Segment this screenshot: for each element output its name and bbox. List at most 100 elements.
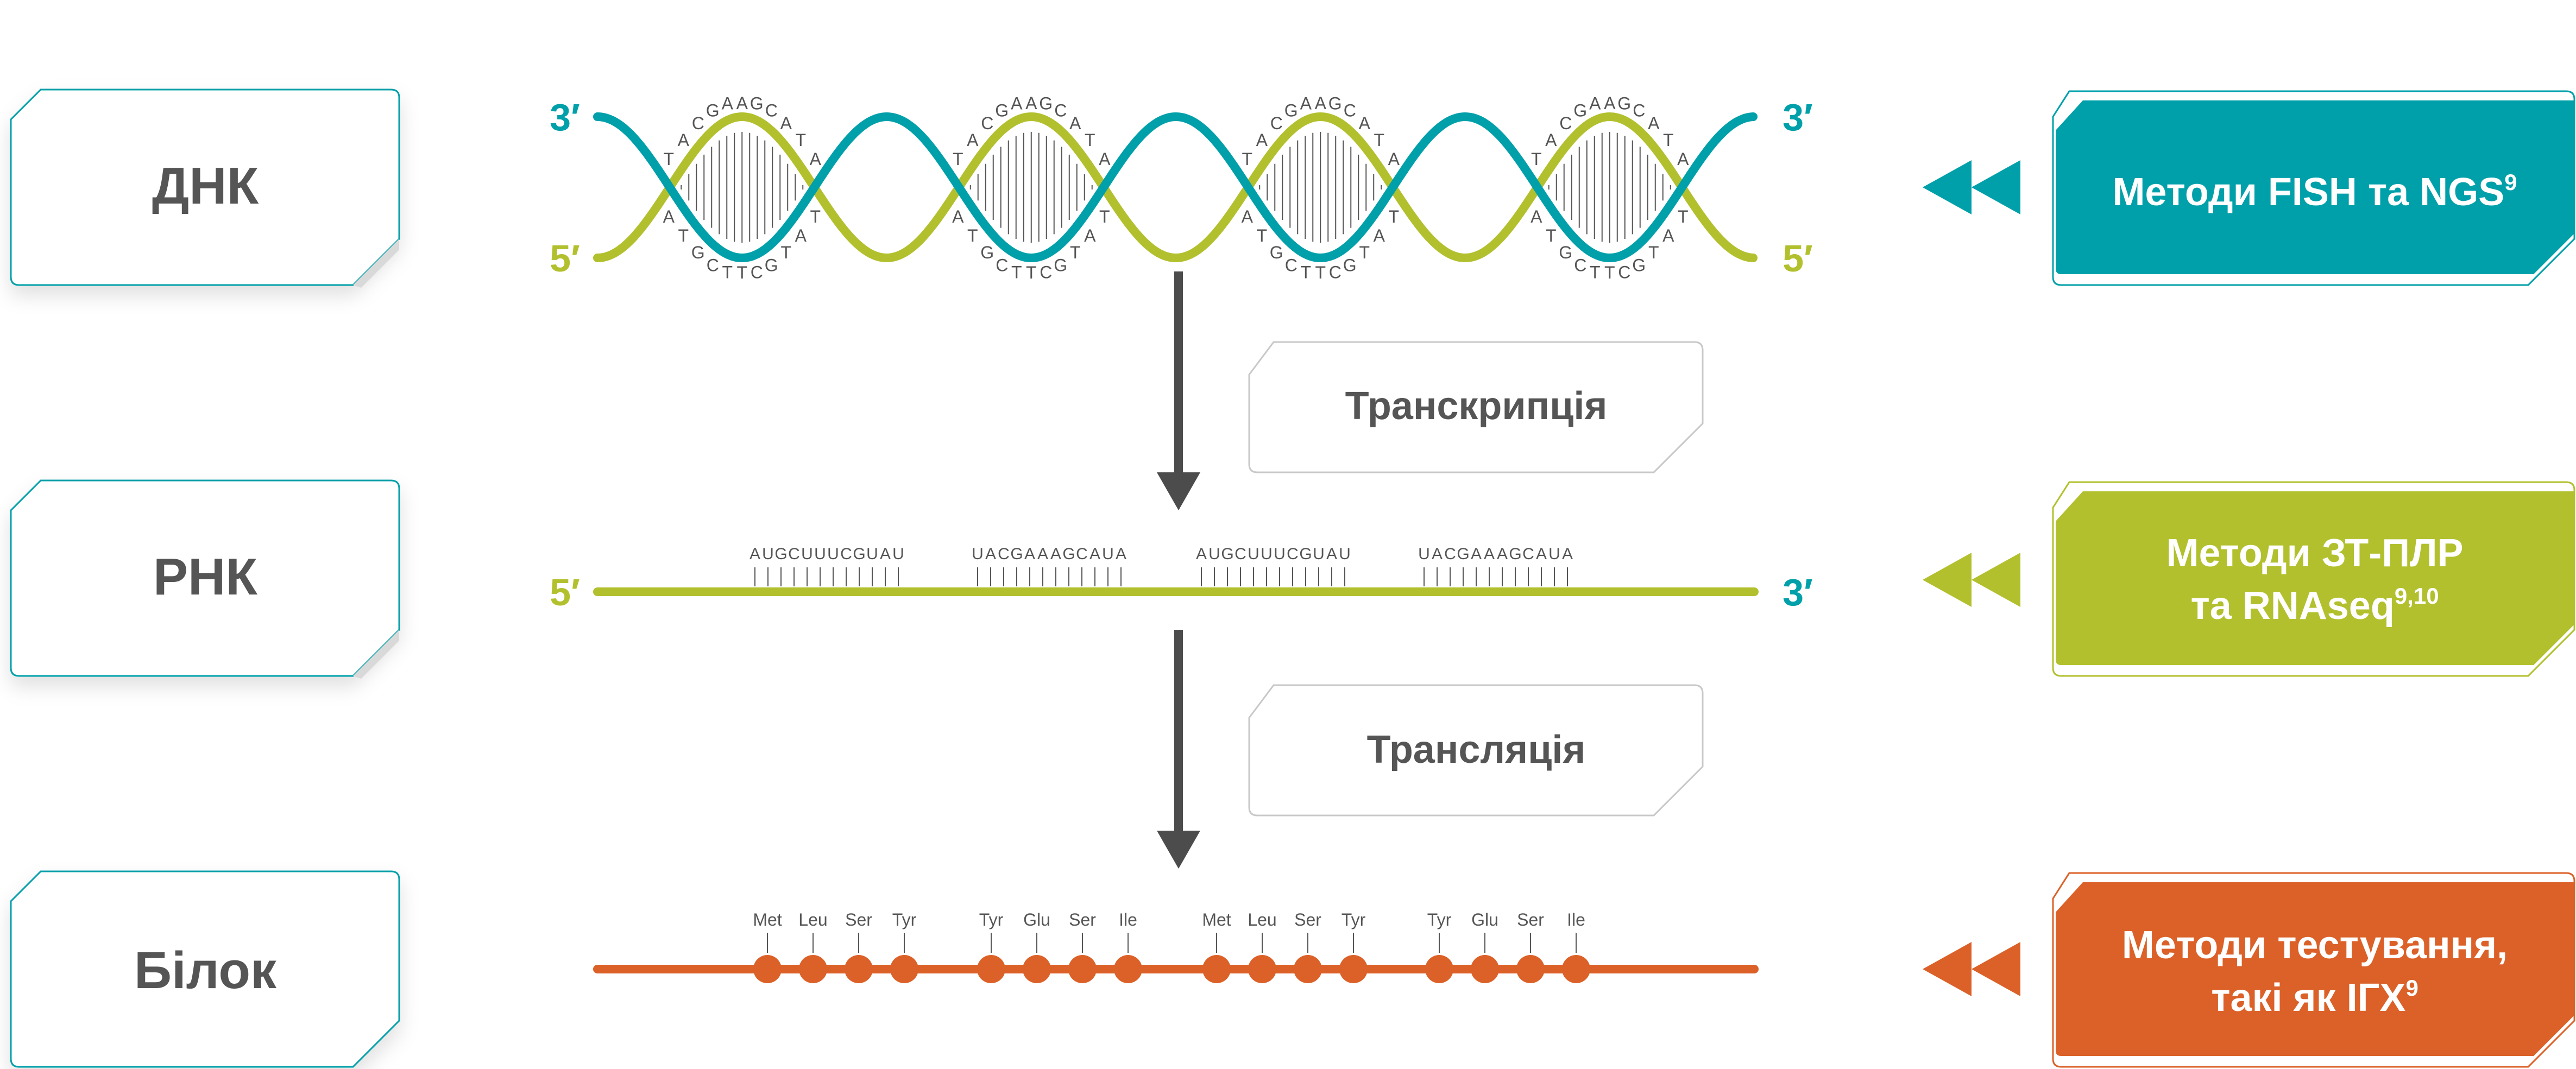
dna-base-letter: T [1085,130,1095,150]
label-box-rna: РНК [10,479,400,679]
dna-strand-3 [593,112,1758,263]
translation-box: Трансляція [1248,684,1704,817]
rna-end-5: 5′ [550,571,580,613]
amino-acid-bead [799,955,827,983]
dna-base-letter: C [751,262,763,282]
dna-base-letter: C [1574,255,1586,275]
dna-base-letter: C [1633,101,1645,121]
dna-base-letter: G [1632,255,1646,275]
method-rna-sup: 9,10 [2395,583,2439,609]
dna-base-letter: T [967,226,978,245]
rna-nucleotide: A [1536,545,1547,563]
label-protein: Білок [134,941,277,1000]
dna-base-letter: T [1648,243,1659,262]
dna-base-letter: C [692,113,704,133]
rna-nucleotide: U [1274,545,1286,563]
dna-base-letter: G [995,101,1009,121]
dna-end-5-left: 5′ [550,237,580,280]
dna-base-letter: T [953,149,963,169]
method-protein-line2: такі як ІГХ9 [2211,975,2418,1020]
dna-base-letter: G [1343,255,1357,275]
dna-base-letter: C [1040,262,1052,282]
method-dna-sup: 9 [2504,169,2517,195]
amino-acid-label: Tyr [892,910,917,929]
rna-nucleotide: G [1221,545,1233,563]
amino-acid-label: Glu [1023,910,1050,929]
dna-base-letter: T [1678,207,1689,226]
dna-base-letter: T [722,262,733,282]
rna-nucleotide: C [788,545,800,563]
amino-acid-bead [1339,955,1368,983]
label-rna: РНК [153,548,257,606]
amino-acid-bead [1248,955,1276,983]
dna-base-letter: A [1648,113,1660,133]
dna-base-letter: A [1242,207,1254,226]
amino-acid-bead [1516,955,1545,983]
dna-base-letter: A [1099,149,1111,169]
rna-nucleotide: A [750,545,760,563]
dna-base-letter: A [1677,149,1689,169]
dna-base-letter: A [1300,94,1312,113]
translation-label: Трансляція [1367,728,1586,771]
rna-nucleotide: A [1326,545,1337,563]
dna-end-5-right: 5′ [1783,237,1813,280]
amino-acid-label: Met [1202,910,1231,929]
dna-base-letter: T [1531,149,1542,169]
dna-base-letter: A [1315,93,1327,113]
rna-nucleotide: G [1299,545,1312,563]
dna-base-letter: G [706,101,720,121]
dna-base-letter: A [1662,226,1674,245]
dna-base-letter: A [1359,113,1371,133]
dna-base-letter: A [1069,113,1081,133]
amino-acid-bead [1294,955,1322,983]
rna-nucleotide: C [1444,545,1456,563]
rna-nucleotide: C [1522,545,1534,563]
dna-base-letter: C [765,101,778,121]
dna-base-letter: C [1344,101,1356,121]
rna-nucleotide: A [1562,545,1573,563]
dna-base-letter: T [1590,262,1601,282]
dna-base-letter: T [1546,226,1557,245]
rna-nucleotide: A [1037,545,1048,563]
dna-base-letter: A [1084,226,1096,245]
dna-base-letter: C [1329,262,1341,282]
method-protein-sup: 9 [2405,975,2418,1001]
amino-acid-bead [753,955,782,983]
dna-base-letter: T [736,263,747,282]
dna-base-letter: A [1545,130,1557,150]
dna-base-letter: T [1026,263,1037,282]
dna-base-letter: G [1270,243,1283,262]
rna-nucleotide: A [1484,545,1495,563]
translation-arrow [1157,630,1200,869]
dna-base-letter: C [707,255,719,275]
dna-base-letter: A [1256,130,1268,150]
dna-base-letter: T [795,130,806,150]
amino-acid-label: Tyr [979,910,1004,929]
dna-base-letter: T [1099,207,1110,226]
rna-nucleotide: U [1418,545,1430,563]
dna-base-letter: T [1315,263,1326,282]
dna-base-letter: A [722,94,734,113]
rna-end-3: 3′ [1783,571,1813,613]
dna-base-letter: A [1388,149,1400,169]
dna-base-letter: C [1285,255,1298,275]
rna-nucleotide: C [1235,545,1246,563]
amino-acid-label: Leu [798,910,827,929]
amino-acid-label: Ser [1294,910,1321,929]
dna-strand-5 [593,112,1758,263]
dna-base-letter: C [1559,113,1572,133]
method-rna-line2: та RNAseq9,10 [2190,583,2439,628]
transcription-box: Транскрипція [1248,341,1704,473]
dna-base-letter: G [765,255,778,275]
amino-acid-bead [1114,955,1142,983]
rna-nucleotide: U [1313,545,1325,563]
method-box-protein: Методи тестування, такі як ІГХ9 [2052,872,2575,1068]
dna-base-letter: G [691,243,705,262]
label-dna: ДНК [152,157,259,215]
method-box-rna: Методи ЗТ-ПЛР та RNAseq9,10 [2052,481,2575,677]
rna-nucleotide: C [1287,545,1299,563]
dna-base-letter: A [736,93,748,113]
dna-base-letter: T [1663,130,1674,150]
